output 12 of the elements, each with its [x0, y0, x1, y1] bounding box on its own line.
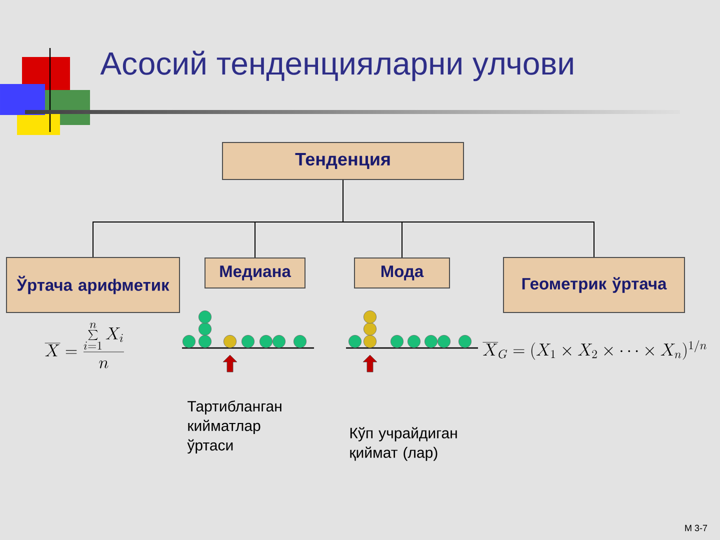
category-box: Медиана — [204, 258, 306, 288]
slide-number: M 3-7 — [685, 524, 708, 532]
category-box: Мода — [354, 258, 450, 288]
note-text: Тартибланган кийматлар ўртаси — [187, 400, 282, 454]
connector-line — [342, 180, 594, 258]
note-text: Кўп учрайдиган қиймат (лар) — [350, 427, 457, 461]
formula: $\overline{X}_G=(X_1\times X_2\times\cdots\times X_n)^{1/n}$ — [482, 340, 706, 360]
formula: $\overline{X}=\frac{\sum\limits_{i=1}^{n}X_i}{n}$ — [44, 322, 124, 368]
title: Асосий тенденцияларни улчови — [100, 50, 573, 82]
category-box: Геометрик ўртача — [503, 257, 685, 313]
category-box: Ўртача арифметик — [6, 257, 180, 313]
category-box: Тенденция — [222, 142, 464, 180]
